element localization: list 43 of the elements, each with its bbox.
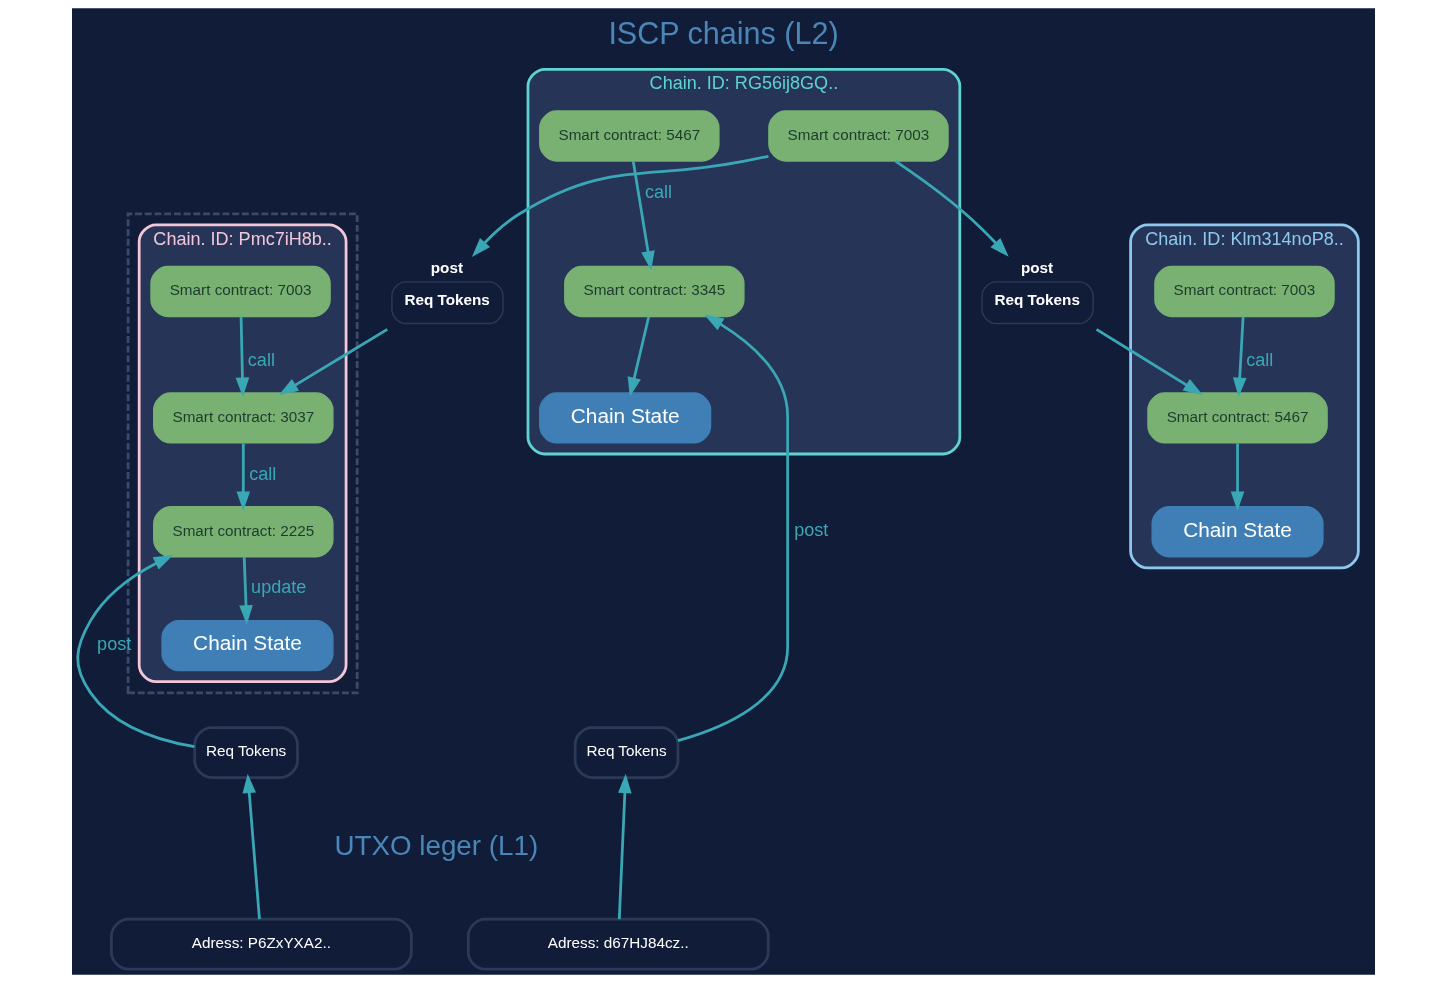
arrow	[1232, 316, 1247, 397]
label: UTXO leger (L1)	[334, 830, 539, 862]
node-box: Req Tokens	[391, 281, 504, 325]
node-box: Chain State	[161, 619, 334, 672]
node-box: Smart contract: 5467	[1147, 392, 1328, 444]
arrow	[1095, 328, 1203, 396]
node-box: Smart contract: 3037	[153, 392, 334, 444]
node-label: post	[1020, 259, 1054, 277]
edge-label: call	[247, 349, 275, 370]
edge-label: post	[97, 634, 132, 655]
node-box: Chain State	[1151, 506, 1324, 558]
arrow	[631, 161, 655, 271]
diagram-title: ISCP chains (L2)	[608, 15, 839, 50]
arrow	[1230, 443, 1245, 511]
node-box: Chain State	[539, 392, 712, 444]
arrow	[235, 316, 250, 397]
edge-label: update	[251, 577, 307, 598]
node-box: Req Tokens	[193, 726, 299, 779]
arrow	[236, 443, 251, 511]
edge-label: call	[644, 181, 673, 202]
arrow	[76, 554, 195, 749]
node-box: Req Tokens	[573, 726, 680, 779]
arrow	[242, 773, 261, 920]
node-box: Smart contract: 3345	[564, 265, 745, 318]
node-box: Req Tokens	[981, 281, 1094, 325]
node-label: post	[430, 259, 464, 277]
arrow	[617, 773, 632, 920]
node-box: Adress: P6ZxYXA2..	[110, 917, 413, 971]
edge-label: call	[249, 463, 277, 484]
node-box: Smart contract: 5467	[539, 110, 720, 162]
arrow	[677, 314, 790, 742]
node-box: Smart contract: 7003	[768, 110, 949, 162]
arrow	[471, 154, 769, 257]
node-box: Smart contract: 7003	[150, 265, 331, 318]
edge-label: call	[1246, 349, 1274, 370]
node-box: Adress: d67HJ84cz..	[466, 917, 770, 971]
node-box: Smart contract: 7003	[1154, 265, 1335, 318]
arrow	[894, 160, 1009, 257]
arrow	[278, 328, 389, 396]
arrow	[239, 557, 253, 625]
arrow	[627, 316, 651, 397]
edge-label: post	[794, 520, 829, 541]
node-box: Smart contract: 2225	[153, 506, 334, 558]
